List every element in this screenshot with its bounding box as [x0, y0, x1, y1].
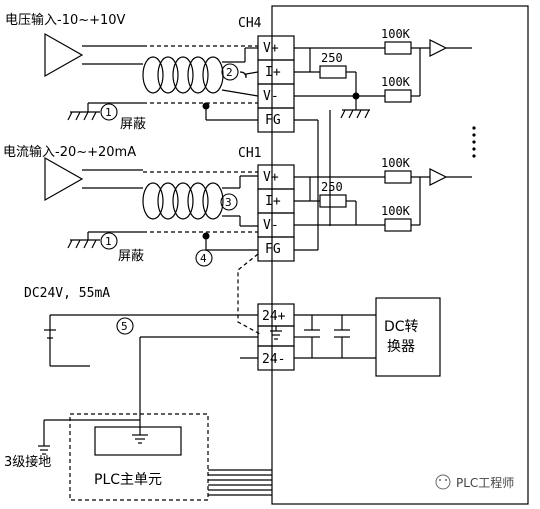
wechat-icon [435, 474, 451, 490]
terminal-label: I+ [265, 65, 281, 80]
terminal-label: FG [265, 113, 281, 128]
shield-label: 屏蔽 [120, 117, 146, 132]
watermark-text: PLC工程师 [456, 475, 514, 490]
terminal-label: V- [263, 218, 279, 233]
channel-ellipsis [472, 126, 476, 158]
dc-converter-box [375, 297, 441, 377]
marker-1-bottom [100, 232, 118, 250]
voltage-sensor-symbol [44, 32, 84, 78]
marker-label: 2 [226, 66, 233, 79]
marker-4 [195, 249, 213, 267]
resistor-label: 100K [381, 156, 411, 170]
terminal-label: V+ [263, 170, 279, 185]
terminal-label: 24+ [262, 309, 286, 324]
plc-main-unit-label: PLC主单元 [94, 472, 162, 488]
marker-label: 1 [105, 106, 112, 119]
ch1-label: CH1 [238, 146, 261, 161]
module-enclosure [271, 5, 529, 505]
terminal-label: FG [265, 242, 281, 257]
twisted-pair-ch1 [142, 182, 224, 220]
current-input-label: 电流输入-20~+20mA [3, 144, 136, 160]
marker-label: 5 [121, 320, 128, 333]
resistor-100k-ch1-bottom [384, 218, 412, 232]
terminal-ch1-fg [257, 236, 295, 262]
current-sensor-symbol [44, 156, 84, 202]
ground-symbol-ch1 [67, 239, 100, 249]
twisted-pair-ch4 [142, 56, 224, 94]
dc-converter-label: DC转 [384, 319, 419, 335]
marker-3 [220, 193, 238, 211]
terminal-label: V+ [263, 41, 279, 56]
resistor-label: 100K [381, 27, 411, 41]
ground-label: 3级接地 [4, 454, 51, 470]
marker-label: 4 [200, 252, 207, 265]
marker-1-top [100, 103, 118, 121]
resistor-250-ch4 [319, 65, 347, 79]
shield-label: 屏蔽 [118, 249, 144, 264]
ground-symbol-internal [340, 109, 370, 119]
terminal-label: V- [263, 89, 279, 104]
resistor-label: 250 [321, 180, 343, 194]
terminal-label: I+ [265, 194, 281, 209]
resistor-label: 250 [321, 51, 343, 65]
marker-5 [116, 317, 134, 335]
resistor-100k-ch1-top [384, 170, 412, 184]
plc-ground-box [94, 426, 182, 456]
resistor-label: 100K [381, 75, 411, 89]
amplifier-ch4 [429, 39, 448, 57]
ground-symbol-ch4 [67, 111, 100, 121]
amplifier-ch1 [429, 168, 448, 186]
marker-2 [221, 63, 239, 81]
marker-label: 1 [105, 235, 112, 248]
ch4-label: CH4 [238, 16, 262, 31]
dc-converter-label: 换器 [387, 338, 415, 355]
voltage-input-label: 电压输入-10~+10V [5, 12, 126, 28]
resistor-250-ch1 [319, 194, 347, 208]
power-label: DC24V, 55mA [24, 286, 110, 301]
marker-label: 3 [225, 196, 232, 209]
terminal-label: 24- [262, 352, 285, 367]
resistor-100k-ch4-bottom [384, 89, 412, 103]
resistor-100k-ch4-top [384, 41, 412, 55]
watermark: PLC工程师 [435, 474, 514, 490]
resistor-label: 100K [381, 204, 411, 218]
